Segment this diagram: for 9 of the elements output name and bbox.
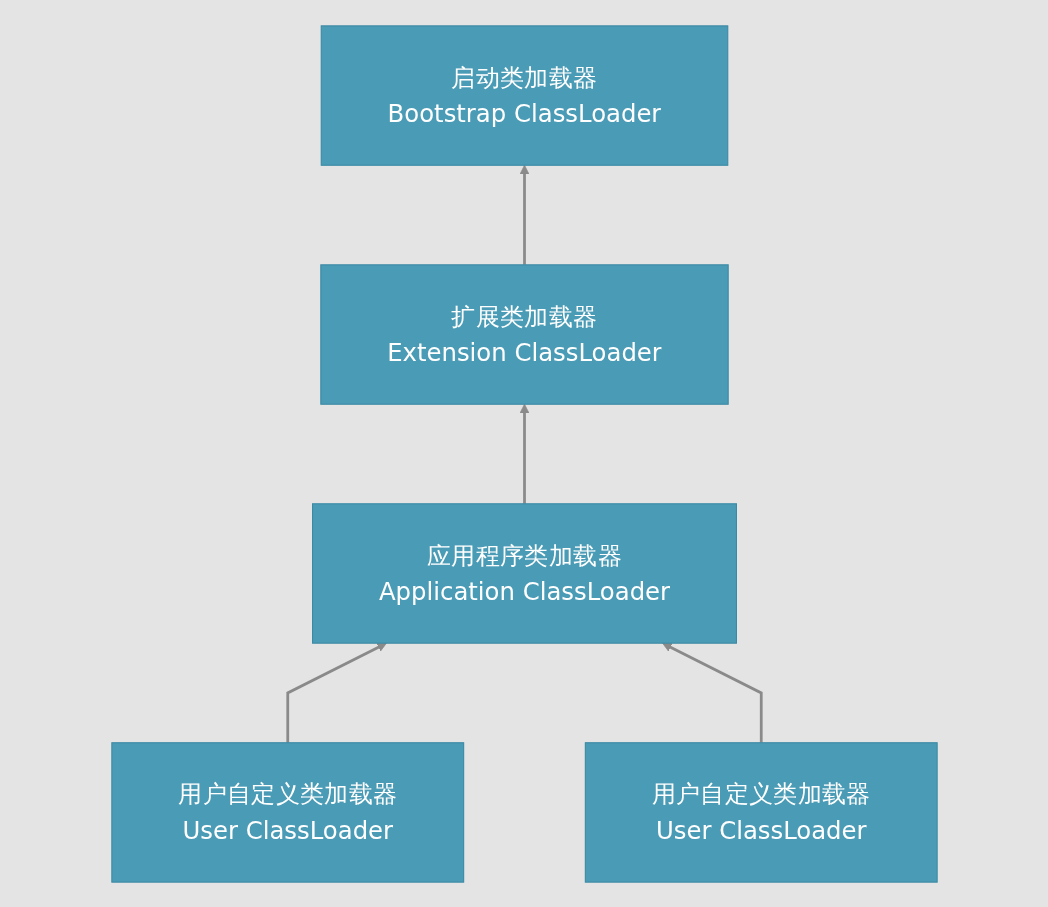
node-box: 用户自定义类加载器 User ClassLoader (584, 741, 938, 883)
arrow (661, 642, 763, 743)
arrow (519, 403, 529, 504)
node-box: 应用程序类加载器 Application ClassLoader (311, 502, 737, 644)
node-box: 用户自定义类加载器 User ClassLoader (110, 741, 464, 883)
arrow (519, 164, 529, 265)
arrow (285, 642, 387, 743)
node-box: 启动类加载器 Bootstrap ClassLoader (320, 24, 728, 166)
node-box: 扩展类加载器 Extension ClassLoader (319, 263, 729, 405)
